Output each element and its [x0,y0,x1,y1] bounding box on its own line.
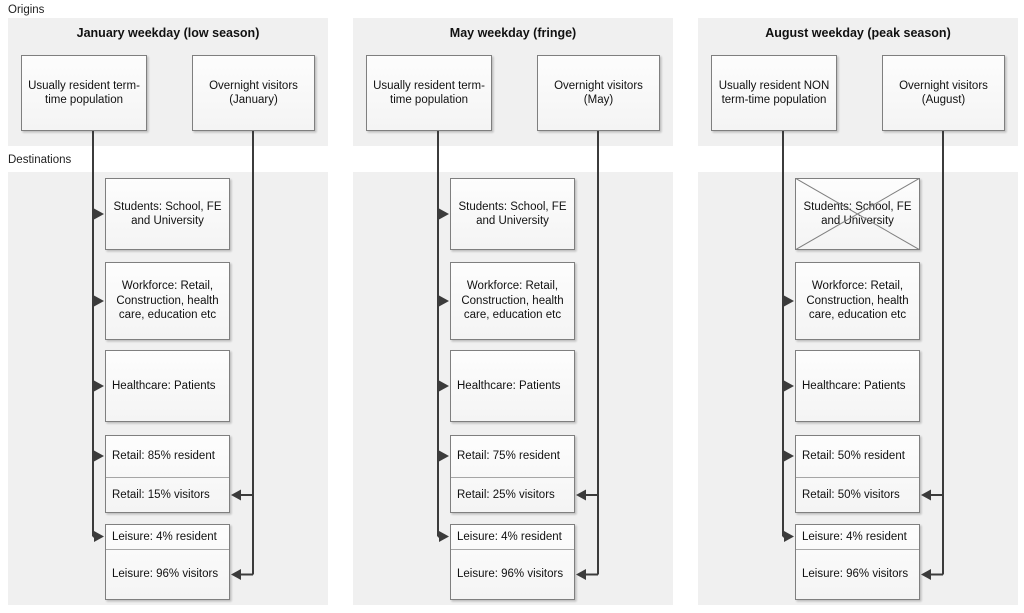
destination-box-label-january-healthcare: Healthcare: Patients [112,379,216,392]
origin-box-label-may-visitors: Overnight visitors (May) [554,79,643,107]
destination-half-bottom-january-leisure[interactable]: Leisure: 96% visitors [112,568,219,581]
origin-box-label-august-resident: Usually resident NON term-time populatio… [718,79,830,107]
origin-box-january-resident[interactable]: Usually resident term-time population [21,55,147,131]
destination-half-top-august-retail[interactable]: Retail: 50% resident [796,436,919,478]
destination-box-label-january-students: Students: School, FE and University [113,200,222,228]
origin-box-label-january-resident: Usually resident term-time population [28,79,140,107]
destination-box-january-students[interactable]: Students: School, FE and University [105,178,230,250]
origin-box-may-resident[interactable]: Usually resident term-time population [366,55,492,131]
destination-box-may-workforce[interactable]: Workforce: Retail, Construction, health … [450,262,575,340]
destination-box-august-students[interactable]: Students: School, FE and University [795,178,920,250]
destination-half-bottom-january-retail[interactable]: Retail: 15% visitors [112,488,210,501]
destination-box-label-may-workforce: Workforce: Retail, Construction, health … [461,280,564,322]
destination-box-august-healthcare[interactable]: Healthcare: Patients [795,350,920,422]
origin-box-january-visitors[interactable]: Overnight visitors (January) [192,55,315,131]
origin-box-august-visitors[interactable]: Overnight visitors (August) [882,55,1005,131]
column-title-august: August weekday (peak season) [765,26,951,40]
destination-half-top-may-leisure[interactable]: Leisure: 4% resident [451,525,574,550]
destination-half-top-may-retail[interactable]: Retail: 75% resident [451,436,574,478]
destination-box-label-may-students: Students: School, FE and University [458,200,567,228]
destination-box-may-healthcare[interactable]: Healthcare: Patients [450,350,575,422]
destination-box-may-students[interactable]: Students: School, FE and University [450,178,575,250]
destination-half-bottom-august-retail[interactable]: Retail: 50% visitors [802,488,900,501]
destinations-label: Destinations [8,154,72,166]
destination-box-label-january-workforce: Workforce: Retail, Construction, health … [116,280,219,322]
column-title-january: January weekday (low season) [76,26,260,40]
destination-half-top-january-leisure[interactable]: Leisure: 4% resident [106,525,229,550]
origin-box-august-resident[interactable]: Usually resident NON term-time populatio… [711,55,837,131]
origin-box-label-january-visitors: Overnight visitors (January) [209,79,298,107]
destination-box-label-may-healthcare: Healthcare: Patients [457,379,561,392]
origin-box-label-may-resident: Usually resident term-time population [373,79,485,107]
origins-label: Origins [8,4,45,16]
column-title-may: May weekday (fringe) [449,26,577,40]
origin-box-may-visitors[interactable]: Overnight visitors (May) [537,55,660,131]
destination-half-top-august-leisure[interactable]: Leisure: 4% resident [796,525,919,550]
destination-half-top-january-retail[interactable]: Retail: 85% resident [106,436,229,478]
destination-half-bottom-may-retail[interactable]: Retail: 25% visitors [457,488,555,501]
destination-half-bottom-august-leisure[interactable]: Leisure: 96% visitors [802,568,909,581]
destination-half-bottom-may-leisure[interactable]: Leisure: 96% visitors [457,568,564,581]
destination-box-january-healthcare[interactable]: Healthcare: Patients [105,350,230,422]
destination-box-label-august-workforce: Workforce: Retail, Construction, health … [806,280,909,322]
origin-box-label-august-visitors: Overnight visitors (August) [899,79,988,107]
destination-box-january-workforce[interactable]: Workforce: Retail, Construction, health … [105,262,230,340]
destination-box-label-august-students: Students: School, FE and University [803,200,912,228]
destination-box-august-workforce[interactable]: Workforce: Retail, Construction, health … [795,262,920,340]
destination-box-label-august-healthcare: Healthcare: Patients [802,379,906,392]
